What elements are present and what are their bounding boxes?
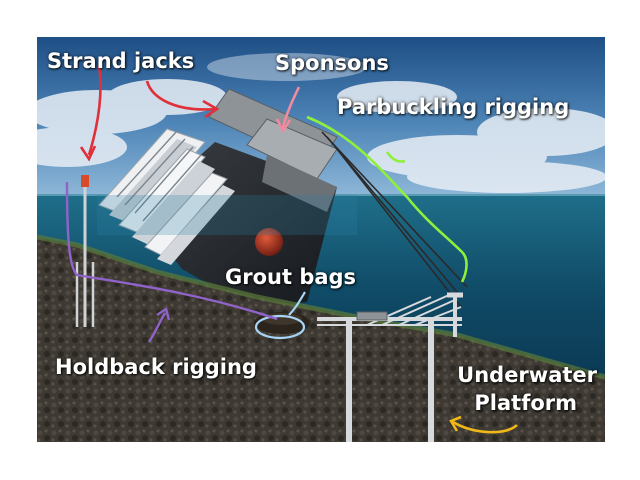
underwater-platform [317,292,463,442]
ship-superstructure [98,128,235,265]
label-strand-jacks: Strand jacks [47,49,195,73]
strand-jacks-pointer [87,64,102,156]
ship-red-sphere [255,228,283,256]
sponsons-pointer [281,86,301,128]
grout-bags-pointer [288,291,306,316]
clouds [37,53,605,193]
label-parbuckling-rigging: Parbuckling rigging [337,95,570,119]
parbuckling-cables [321,131,468,308]
seabed [37,237,605,442]
label-underwater-platform-line2: Platform [474,391,577,415]
label-grout-bags: Grout bags [225,265,357,289]
diagram-illustration [37,37,605,442]
label-sponsons: Sponsons [275,51,389,75]
label-underwater-platform-line1: Underwater [457,363,597,387]
label-holdback-rigging: Holdback rigging [55,355,257,379]
ship [97,88,357,309]
holdback-rigging-line [65,181,278,321]
parbuckling-diagram: Strand jacks Sponsons Parbuckling riggin… [37,37,605,442]
parbuckling-rigging-pointer [306,115,468,283]
underwater-platform-pointer [452,420,518,434]
holdback-posts [75,175,95,327]
